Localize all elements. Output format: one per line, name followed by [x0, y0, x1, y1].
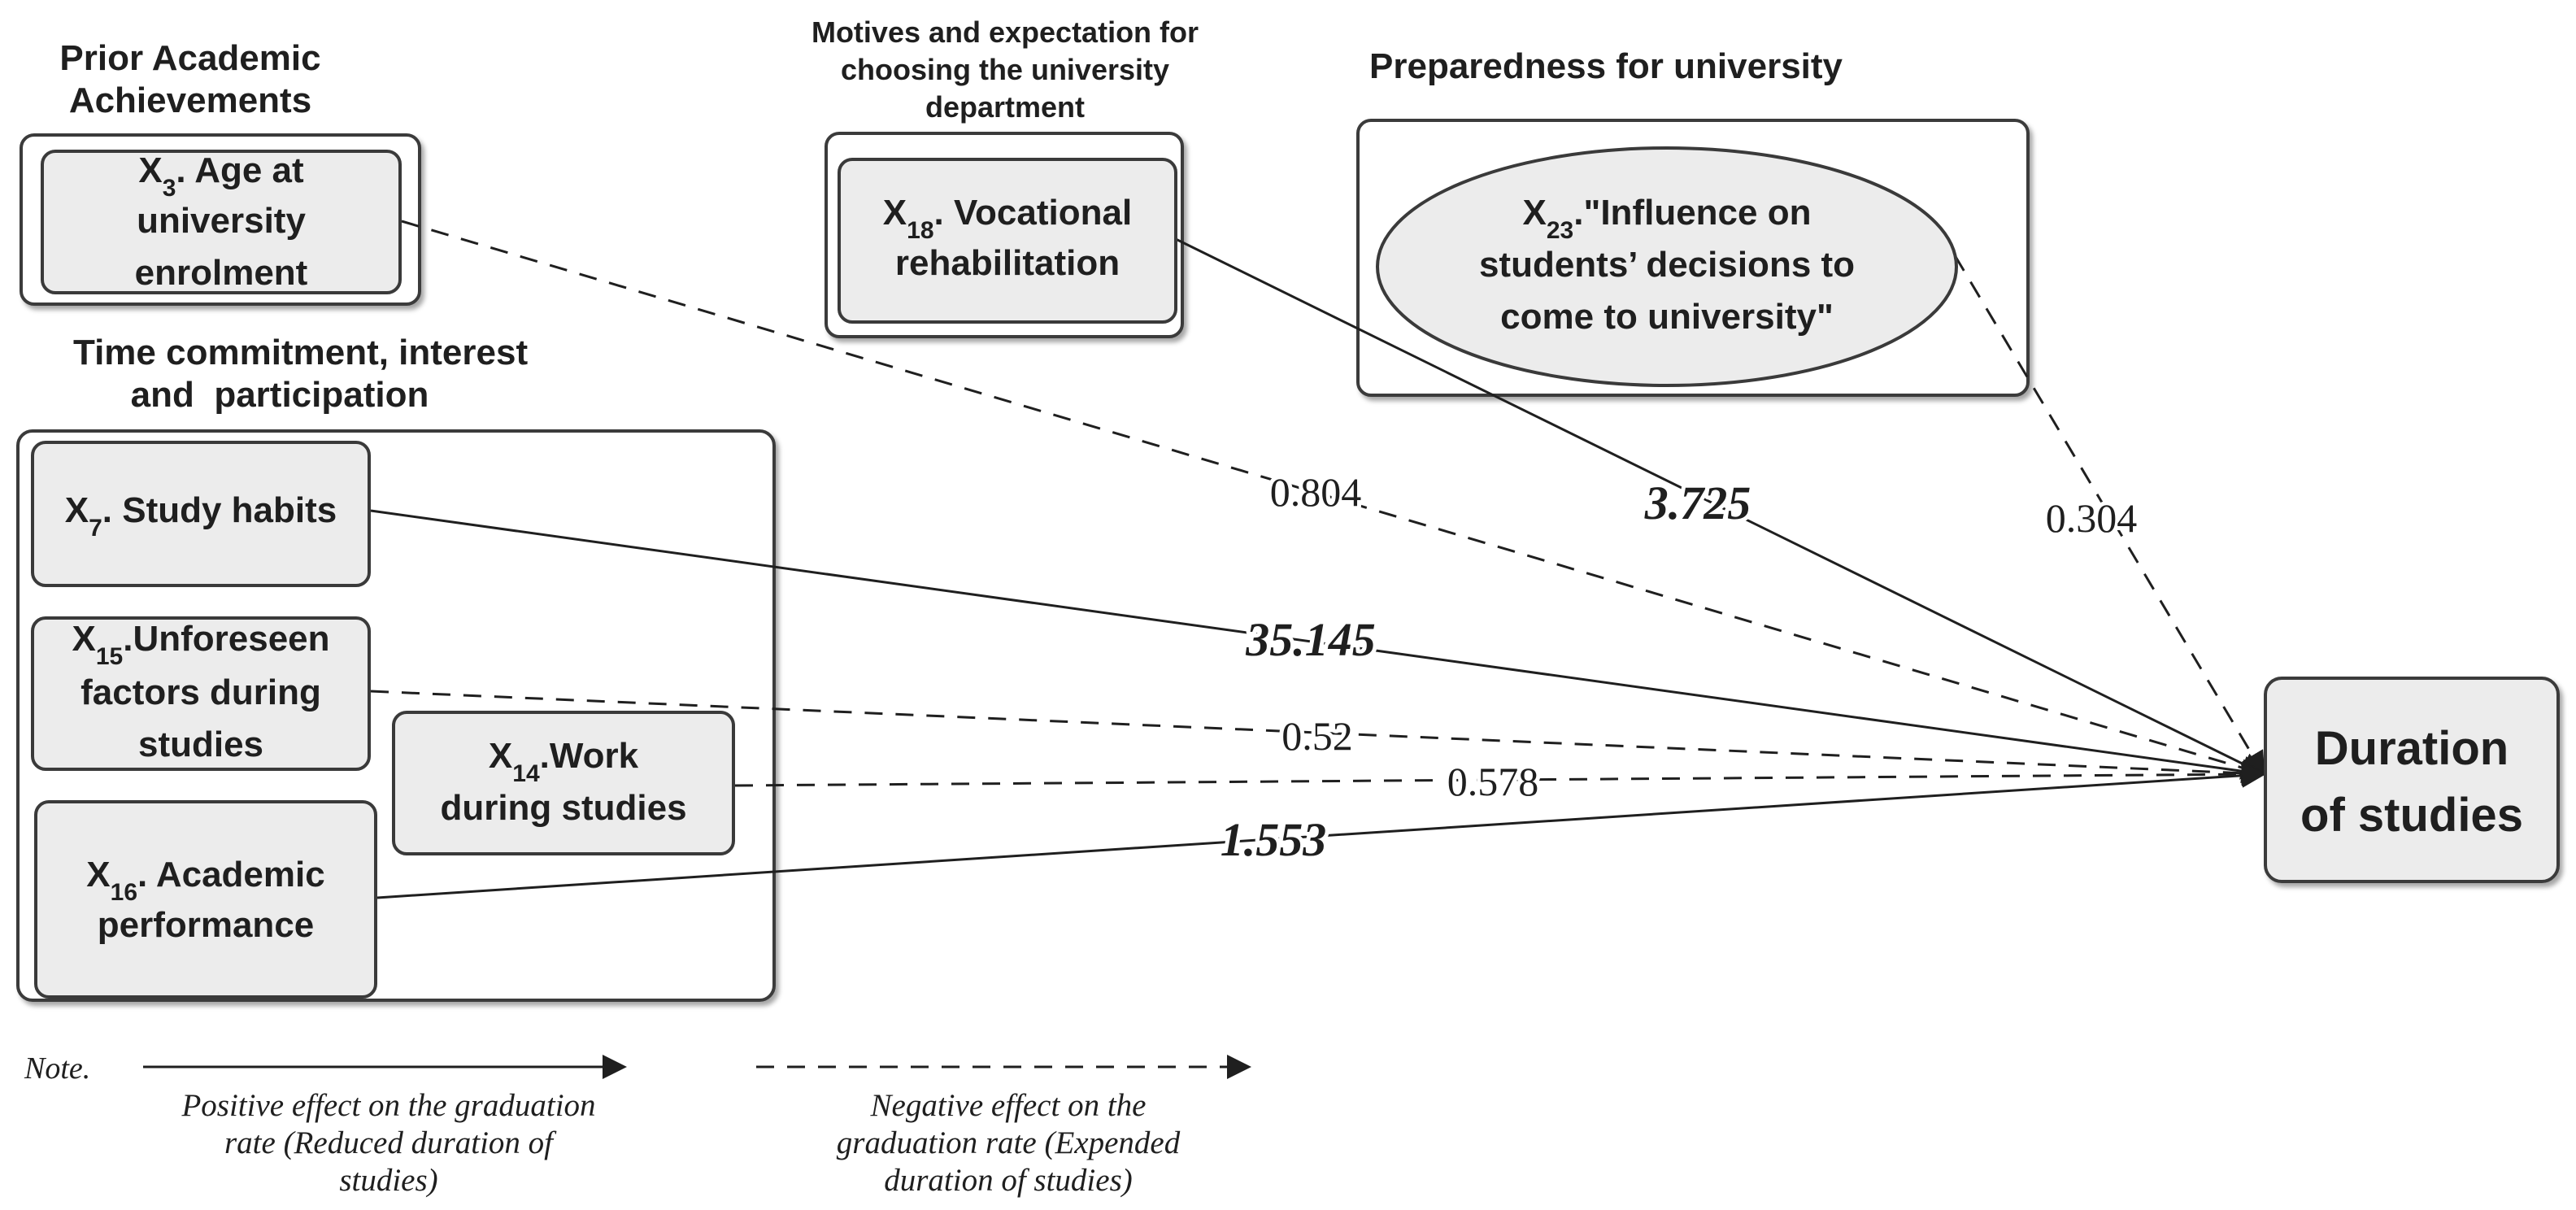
coefficient-label-x16: 1.553 — [1221, 813, 1327, 866]
node-x18-line-2: rehabilitation — [895, 243, 1120, 283]
node-x23-line-3: come to university" — [1500, 297, 1834, 337]
node-x16-line-1: X16. Academic — [86, 855, 324, 906]
group-motives-title-line-1: Motives and expectation for — [812, 15, 1199, 49]
paths-layer — [370, 220, 2266, 899]
outcome-line-2: of studies — [2300, 789, 2523, 842]
node-x15-unforeseen-factors: X15.Unforeseen factors during studies — [31, 616, 371, 771]
node-x14-box — [392, 711, 735, 855]
legend-negative-line-2: graduation rate (Expended — [837, 1125, 1181, 1160]
group-motives-title-line-2: choosing the university — [841, 53, 1169, 86]
node-x3-line-1: X3. Age at — [138, 150, 304, 202]
group-prior-title-line-1: Prior Academic — [59, 38, 320, 78]
path-x16-to-outcome — [376, 763, 2266, 899]
path-x7-to-outcome — [370, 509, 2266, 784]
coefficient-label-x7: 35.145 — [1245, 613, 1376, 666]
node-outcome-duration-of-studies: Duration of studies — [2264, 677, 2560, 883]
node-x23-line-1: X23."Influence on — [1523, 193, 1812, 244]
legend-negative-line-1: Negative effect on the — [870, 1088, 1147, 1123]
legend: Note. Positive effect on the graduation … — [24, 1051, 1251, 1198]
legend-note-label: Note. — [24, 1051, 90, 1086]
legend-positive-line-1: Positive effect on the graduation — [181, 1088, 595, 1123]
coefficient-label-x18: 3.725 — [1644, 477, 1751, 529]
node-x7-line-1: X7. Study habits — [65, 490, 337, 542]
coefficient-label-x15: 0.52 — [1281, 713, 1353, 759]
path-x3-to-outcome — [401, 220, 2266, 780]
node-x7-study-habits: X7. Study habits — [31, 441, 371, 587]
group-preparedness-title: Preparedness for university — [1369, 46, 1843, 86]
node-x18-box — [838, 158, 1177, 324]
node-x23-line-2: students’ decisions to — [1479, 245, 1855, 285]
node-x23-influence-on-decisions: X23."Influence on students’ decisions to… — [1376, 146, 1958, 387]
node-x3-line-3: enrolment — [135, 253, 308, 293]
path-x23-to-outcome — [1953, 255, 2265, 777]
legend-positive-line-2: rate (Reduced duration of — [224, 1125, 557, 1160]
coefficient-labels: 0.804 3.725 0.304 35.145 0.52 0.578 1.553 — [1216, 465, 2142, 870]
node-x14-line-2: during studies — [440, 788, 686, 828]
node-x3-box — [41, 150, 402, 294]
group-time-title-line-2: and participation — [131, 375, 429, 415]
coefficient-label-x14: 0.578 — [1447, 759, 1539, 804]
path-x18-to-outcome — [1175, 237, 2266, 776]
node-x7-box — [31, 441, 371, 587]
node-x15-line-3: studies — [138, 725, 263, 764]
group-time-title-line-1: Time commitment, interest — [73, 333, 528, 372]
legend-positive-line-3: studies) — [339, 1163, 437, 1198]
node-x15-box — [31, 616, 371, 771]
node-x3-line-2: university — [137, 201, 306, 241]
node-x23-ellipse — [1376, 146, 1958, 387]
node-x16-line-2: performance — [98, 905, 315, 945]
node-x18-vocational-rehabilitation: X18. Vocational rehabilitation — [838, 158, 1177, 324]
outcome-line-1: Duration — [2315, 722, 2509, 775]
outcome-box — [2264, 677, 2560, 883]
node-x3-age-at-enrolment: X3. Age at university enrolment — [41, 150, 402, 294]
node-x14-line-1: X14.Work — [489, 736, 639, 787]
node-x14-work-during-studies: X14.Work during studies — [392, 711, 735, 855]
coefficient-label-x3: 0.804 — [1270, 469, 1362, 515]
node-x16-academic-performance: X16. Academic performance — [34, 800, 377, 999]
group-prior-title-line-2: Achievements — [69, 81, 311, 120]
node-x15-line-2: factors during — [80, 672, 321, 712]
node-x15-line-1: X15.Unforeseen — [72, 619, 329, 670]
path-x14-to-outcome — [734, 762, 2266, 787]
coefficient-label-x23: 0.304 — [2046, 495, 2138, 541]
legend-negative-line-3: duration of studies) — [884, 1163, 1133, 1198]
path-x15-to-outcome — [370, 690, 2266, 786]
node-x16-box — [34, 800, 377, 999]
group-motives-title-line-3: department — [925, 90, 1085, 124]
node-x18-line-1: X18. Vocational — [883, 193, 1132, 244]
